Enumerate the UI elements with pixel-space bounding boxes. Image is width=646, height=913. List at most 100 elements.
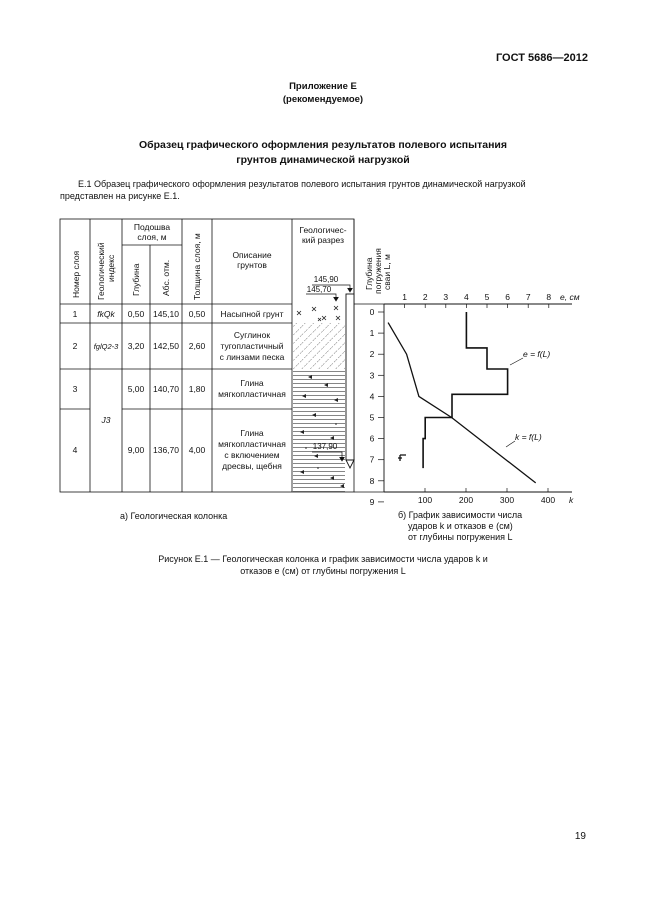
table-header: Номер слоя Геологический индекс Подошва … <box>71 222 392 300</box>
row4-descr-1: Глина <box>240 428 264 438</box>
geological-section: 145,90 145,70 137,90 <box>293 275 355 492</box>
depth-tick-label: 3 <box>370 370 375 380</box>
caption-a: а) Геологическая колонка <box>120 511 228 521</box>
row3-descr-2: мягкопластичная <box>218 389 286 399</box>
caption-b-line-2: ударов k и отказов e (см) <box>408 521 513 531</box>
pile <box>345 293 355 461</box>
header-pile-1: Глубина <box>364 257 374 290</box>
row1-depth: 0,50 <box>128 309 145 319</box>
depth-tick-label: 2 <box>370 349 375 359</box>
intro-line-1: Е.1 Образец графического оформления резу… <box>78 179 526 189</box>
row2-thickness: 2,60 <box>189 341 206 351</box>
intro-paragraph: Е.1 Образец графического оформления резу… <box>60 178 600 202</box>
row1-abs: 145,10 <box>153 309 179 319</box>
pile-tip <box>345 459 355 470</box>
annex-title: Приложение Е <box>289 81 357 92</box>
mark-137-90: 137,90 <box>313 442 338 451</box>
pile-anchor-icon <box>398 454 406 461</box>
depth-tick-label: 0 <box>370 307 375 317</box>
section-title-line-1: Образец графического оформления результа… <box>138 139 508 151</box>
e-axis-tick-label: 2 <box>423 292 428 302</box>
caption-b: б) График зависимости числа ударов k и о… <box>398 510 522 543</box>
page-number: 19 <box>574 831 586 842</box>
fill-layer-1 <box>296 305 341 322</box>
e-axis-tick-label: 8 <box>546 292 551 302</box>
row4-descr-2: мягкопластичная <box>218 439 286 449</box>
k-axis-tick-label: 100 <box>418 495 432 505</box>
row3-thickness: 1,80 <box>189 384 206 394</box>
figure-caption-line-1: Рисунок Е.1 — Геологическая колонка и гр… <box>158 554 488 564</box>
k-axis-tick-label: 400 <box>541 495 555 505</box>
depth-tick-label: 1 <box>370 328 375 338</box>
row4-descr-4: дресвы, щебня <box>222 461 282 471</box>
header-geo-index-2: индекс <box>106 254 116 282</box>
header-base-1: Подошва <box>134 222 171 232</box>
row3-descr-1: Глина <box>240 378 264 388</box>
intro-line-2: представлен на рисунке Е.1. <box>60 191 180 201</box>
e-axis-tick-label: 7 <box>526 292 531 302</box>
e-axis-label: e, см <box>560 292 580 302</box>
e-axis-tick-label: 4 <box>464 292 469 302</box>
depth-tick-label: 6 <box>370 434 375 444</box>
header-pile-2: погружения <box>373 248 383 294</box>
series-k-line <box>387 322 537 484</box>
depth-tick-label: 4 <box>370 391 375 401</box>
fill-layer-3-4 <box>293 369 345 492</box>
row1-index: fkQk <box>97 309 115 319</box>
header-layer-no: Номер слоя <box>71 250 81 298</box>
row2-no: 2 <box>73 341 78 351</box>
k-axis-tick-label: 300 <box>500 495 514 505</box>
figure-caption-line-2: отказов e (см) от глубины погружения L <box>240 566 406 576</box>
e-axis-tick-label: 6 <box>505 292 510 302</box>
k-axis-label: k <box>569 495 574 505</box>
geology-table <box>59 218 355 493</box>
row2-index: fglQ2-3 <box>94 342 119 351</box>
caption-b-line-3: от глубины погружения L <box>408 532 513 542</box>
row2-abs: 142,50 <box>153 341 179 351</box>
header-base-2: слоя, м <box>137 232 166 242</box>
k-axis-tick-label: 200 <box>459 495 473 505</box>
header-depth: Глубина <box>131 263 141 296</box>
document-code: ГОСТ 5686—2012 <box>495 52 588 64</box>
header-descr-2: грунтов <box>237 260 267 270</box>
mark-145-90: 145,90 <box>314 275 339 284</box>
header-section-1: Геологичес- <box>299 225 346 235</box>
row4-abs: 136,70 <box>153 445 179 455</box>
header-thickness: Толщина слоя, м <box>192 233 202 300</box>
row4-no: 4 <box>73 445 78 455</box>
section-title: Образец графического оформления результа… <box>60 138 586 168</box>
header-abs: Абс. отм. <box>161 260 171 296</box>
annex-heading: Приложение Е (рекомендуемое) <box>0 80 646 106</box>
row4-thickness: 4,00 <box>189 445 206 455</box>
mark-145-70: 145,70 <box>307 285 332 294</box>
row4-descr-3: с включением <box>224 450 279 460</box>
series-label-k: k = f(L) <box>515 432 542 442</box>
row2-descr-3: с линзами песка <box>220 352 285 362</box>
depth-tick-label: 8 <box>370 476 375 486</box>
row3-abs: 140,70 <box>153 384 179 394</box>
header-pile-3: сваи L, м <box>382 254 392 290</box>
fill-layer-2 <box>293 323 345 369</box>
series-e-line <box>422 312 509 469</box>
row2-depth: 3,20 <box>128 341 145 351</box>
row3-depth: 5,00 <box>128 384 145 394</box>
header-descr-1: Описание <box>232 250 271 260</box>
e-axis-tick-label: 3 <box>443 292 448 302</box>
caption-b-line-1: б) График зависимости числа <box>398 510 523 520</box>
depth-tick-label: 5 <box>370 413 375 423</box>
section-title-line-2: грунтов динамической нагрузкой <box>236 154 410 166</box>
table-body: 1 fkQk 0,50 145,10 0,50 Насыпной грунт 2… <box>73 309 287 471</box>
depth-tick-label: 9 <box>370 497 375 507</box>
row1-thickness: 0,50 <box>189 309 206 319</box>
figure-caption: Рисунок Е.1 — Геологическая колонка и гр… <box>60 553 586 577</box>
row1-no: 1 <box>73 309 78 319</box>
annex-status: (рекомендуемое) <box>282 94 364 105</box>
row3-no: 3 <box>73 384 78 394</box>
series-label-e: e = f(L) <box>523 349 550 359</box>
header-geo-index-1: Геологический <box>96 242 106 300</box>
e-axis-tick-label: 5 <box>485 292 490 302</box>
row2-descr-1: Суглинок <box>234 330 270 340</box>
